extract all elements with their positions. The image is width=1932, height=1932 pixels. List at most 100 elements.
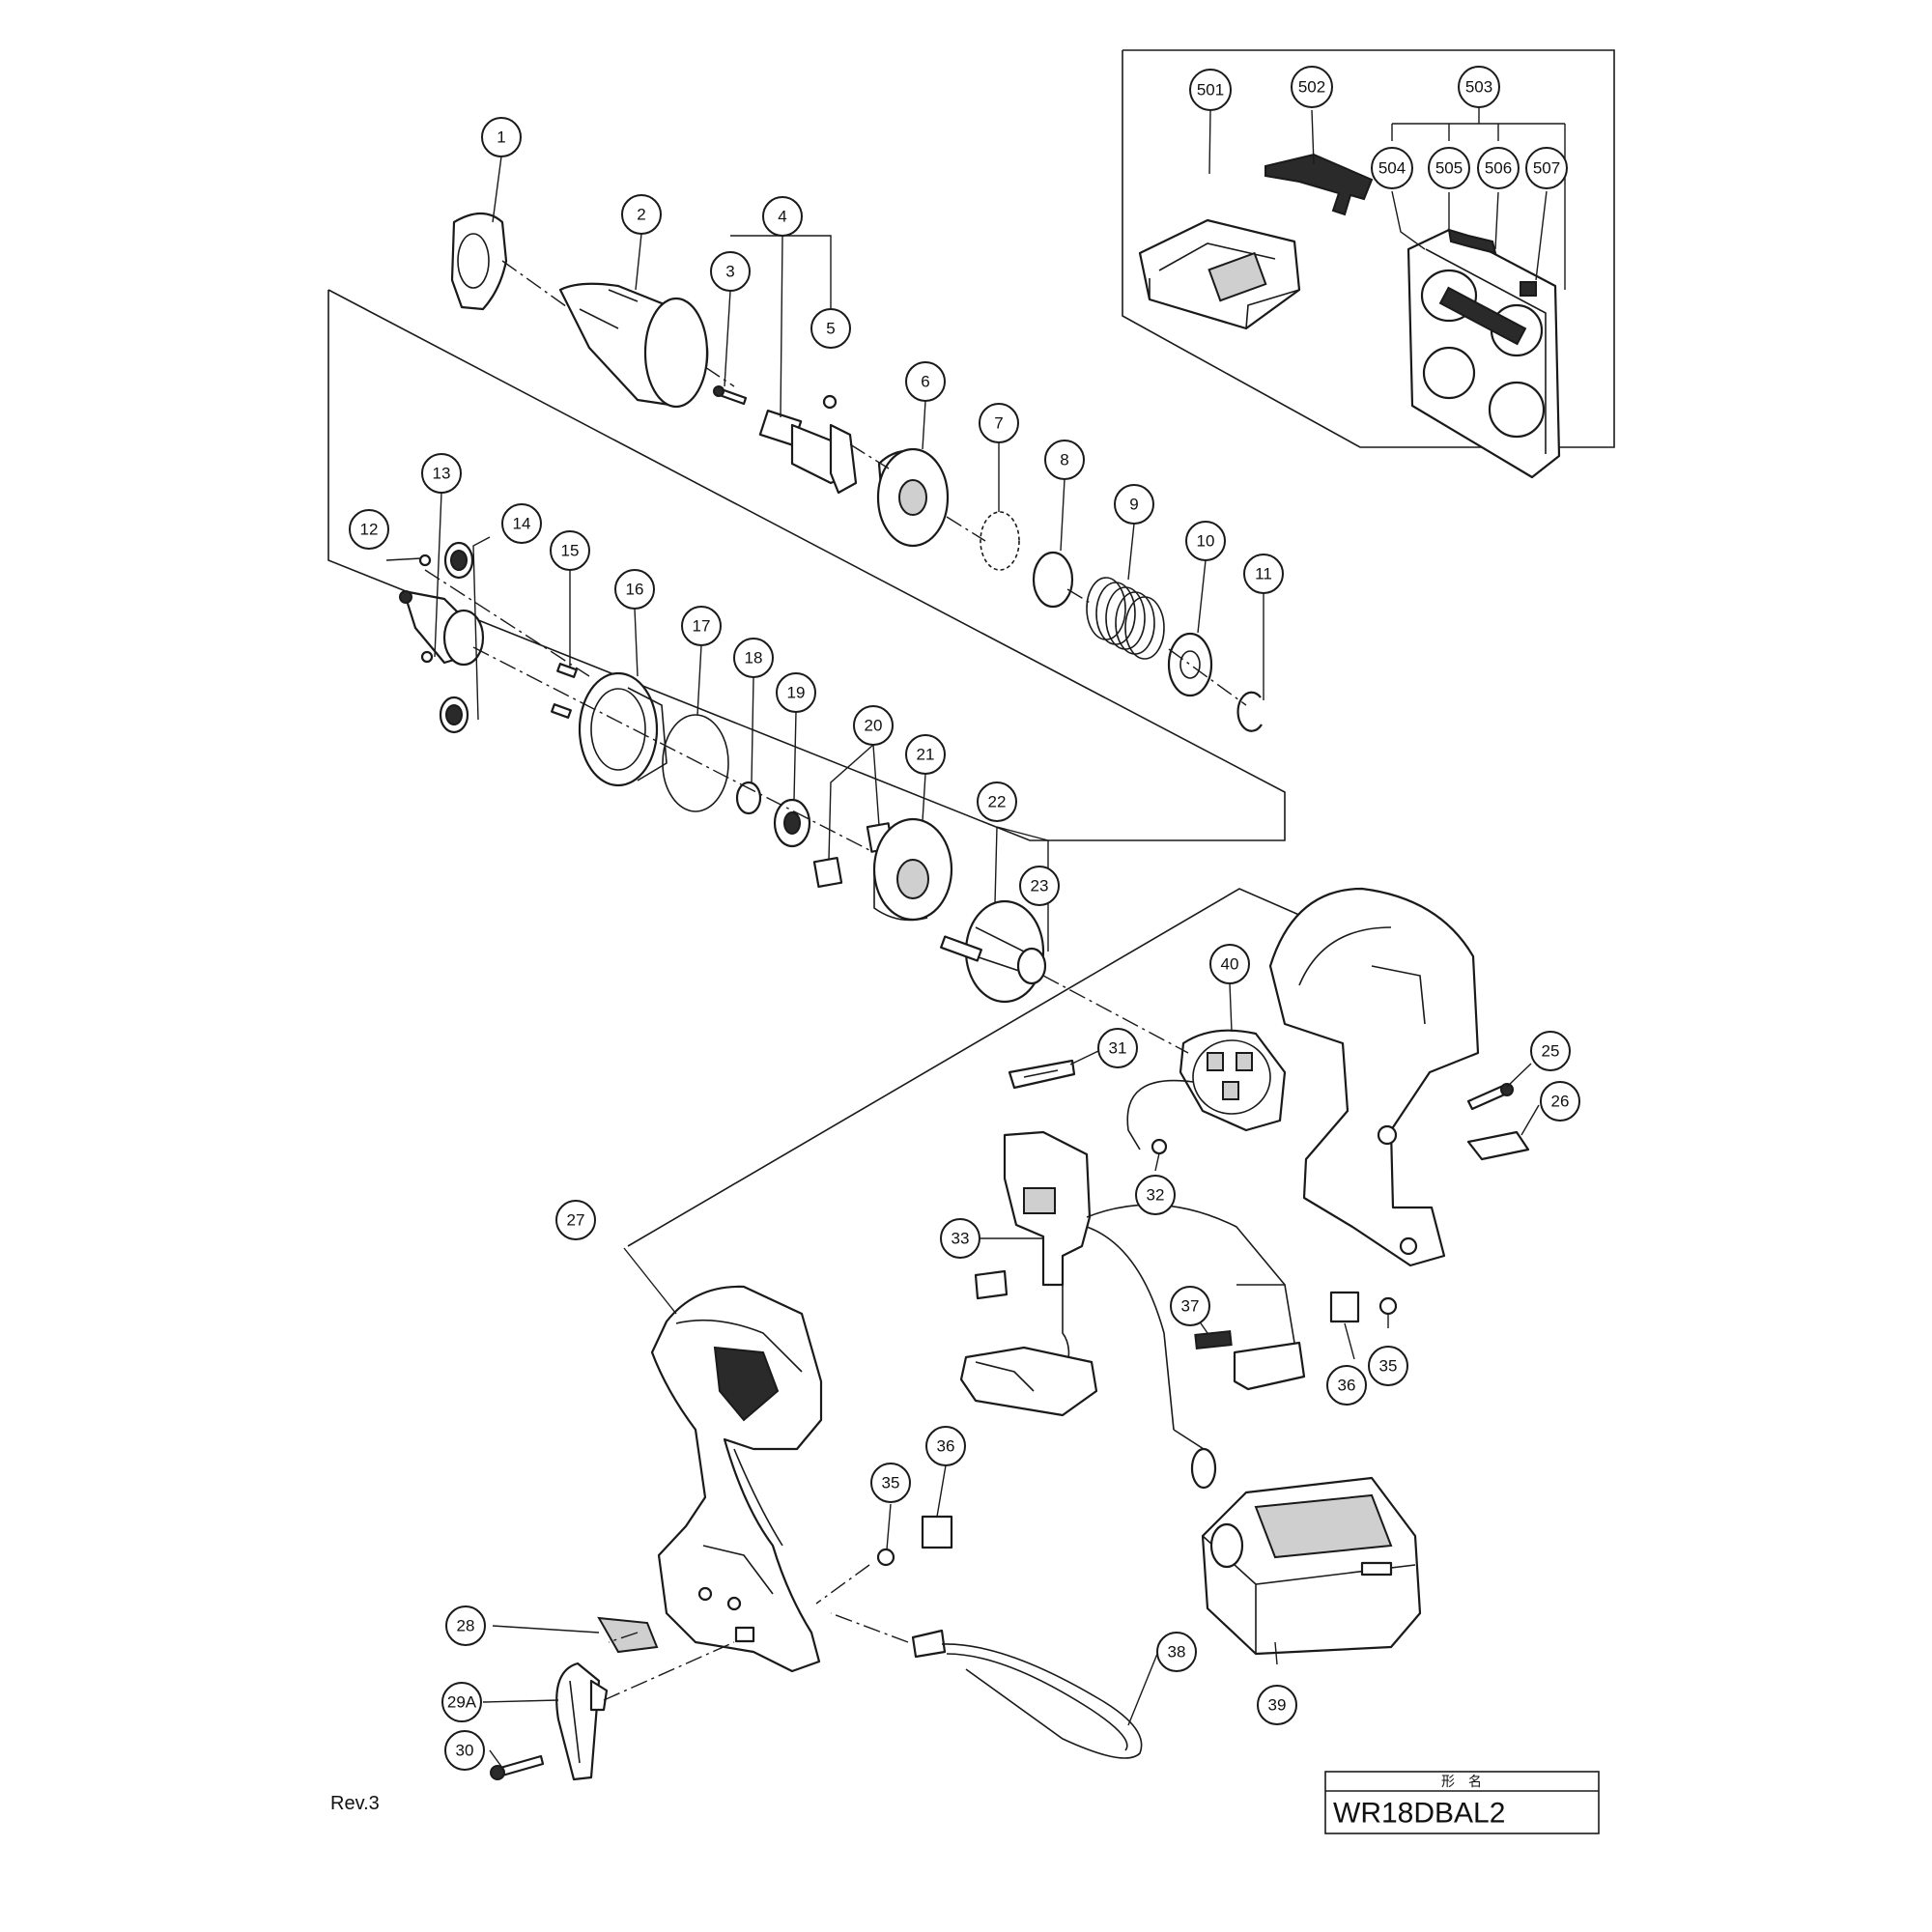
part-19-bearing (773, 798, 811, 848)
charger-501 (1138, 218, 1301, 330)
svg-text:40: 40 (1221, 955, 1239, 974)
svg-text:505: 505 (1435, 159, 1463, 178)
svg-text:30: 30 (456, 1742, 474, 1760)
callout-35-left: 35 (870, 1463, 911, 1503)
callout-17: 17 (681, 606, 722, 646)
part-17-o-ring (662, 714, 729, 812)
callout-16: 16 (614, 569, 655, 610)
svg-text:1: 1 (497, 128, 505, 147)
svg-text:506: 506 (1485, 159, 1512, 178)
svg-text:29A: 29A (447, 1693, 477, 1712)
housing-right-half (1268, 887, 1480, 1267)
svg-text:5: 5 (826, 320, 835, 338)
callout-505: 505 (1428, 147, 1470, 189)
callout-29A: 29A (441, 1682, 482, 1722)
callout-5: 5 (810, 308, 851, 349)
callout-13: 13 (421, 453, 462, 494)
part-8-washer (1032, 551, 1074, 609)
svg-text:33: 33 (952, 1230, 970, 1248)
callout-12: 12 (349, 509, 389, 550)
part-13-spindle (399, 589, 485, 667)
svg-text:25: 25 (1542, 1042, 1560, 1061)
callout-507: 507 (1525, 147, 1568, 189)
svg-text:35: 35 (882, 1474, 900, 1492)
part-38-strap (911, 1629, 1143, 1759)
svg-text:13: 13 (433, 465, 451, 483)
callout-36-left: 36 (925, 1426, 966, 1466)
svg-text:26: 26 (1551, 1093, 1570, 1111)
part-12-ball (418, 554, 432, 567)
svg-text:507: 507 (1533, 159, 1560, 178)
connector-block (1173, 1284, 1306, 1490)
part-29A-hook (555, 1662, 609, 1781)
part-14-gear-top (443, 541, 474, 580)
callout-3: 3 (710, 251, 751, 292)
part-27-housing-left (650, 1285, 823, 1673)
part-12-ball-b (420, 650, 434, 664)
svg-text:4: 4 (778, 208, 786, 226)
callout-8: 8 (1044, 440, 1085, 480)
svg-text:23: 23 (1031, 877, 1049, 895)
callout-27: 27 (555, 1200, 596, 1240)
part-28-plate (597, 1616, 659, 1654)
part-15-pin-b (551, 703, 572, 719)
svg-text:27: 27 (567, 1211, 585, 1230)
svg-text:502: 502 (1298, 78, 1325, 97)
svg-text:37: 37 (1181, 1297, 1200, 1316)
callout-39: 39 (1257, 1685, 1297, 1725)
svg-text:15: 15 (561, 542, 580, 560)
part-37-label (1194, 1330, 1233, 1350)
svg-text:38: 38 (1168, 1643, 1186, 1662)
callout-14: 14 (501, 503, 542, 544)
part-1-bumper (450, 212, 508, 311)
callout-1: 1 (481, 117, 522, 157)
part-21-housing (872, 817, 953, 922)
svg-text:22: 22 (988, 793, 1007, 811)
leader-lines (385, 106, 1566, 1769)
callout-7: 7 (979, 403, 1019, 443)
part-31-switch-lever (1008, 1059, 1076, 1090)
svg-text:10: 10 (1197, 532, 1215, 551)
callout-35-right: 35 (1368, 1346, 1408, 1386)
callout-502: 502 (1291, 66, 1333, 108)
callout-32: 32 (1135, 1175, 1176, 1215)
part-5-ball (822, 394, 838, 410)
svg-text:3: 3 (725, 263, 734, 281)
svg-text:6: 6 (921, 373, 929, 391)
svg-text:11: 11 (1255, 565, 1272, 583)
part-26-plate (1466, 1130, 1530, 1161)
part-22-rotor (940, 899, 1047, 1004)
svg-text:35: 35 (1379, 1357, 1398, 1376)
svg-text:28: 28 (457, 1617, 475, 1635)
svg-text:7: 7 (994, 414, 1003, 433)
title-block: 形 名 WR18DBAL2 (1324, 1771, 1600, 1834)
svg-text:17: 17 (693, 617, 711, 636)
callout-25: 25 (1530, 1031, 1571, 1071)
svg-text:31: 31 (1109, 1039, 1127, 1058)
part-7-balls (980, 511, 1020, 571)
title-block-header: 形 名 (1441, 1774, 1482, 1789)
part-2-hammer-case (558, 282, 709, 409)
part-35-nut-right (1378, 1296, 1398, 1316)
callout-30: 30 (444, 1730, 485, 1771)
callout-504: 504 (1371, 147, 1413, 189)
svg-text:18: 18 (745, 649, 763, 668)
callout-33: 33 (940, 1218, 980, 1259)
part-25-screw (1466, 1083, 1514, 1111)
revision-label: Rev.3 (330, 1793, 380, 1814)
svg-text:20: 20 (865, 717, 883, 735)
part-4-anvil (758, 409, 858, 495)
svg-text:8: 8 (1060, 451, 1068, 469)
part-10-washer (1167, 632, 1213, 697)
part-36-block-right (1329, 1291, 1360, 1323)
svg-text:2: 2 (637, 206, 645, 224)
callout-26: 26 (1540, 1081, 1580, 1122)
part-6-hammer (876, 447, 950, 548)
part-32-nut (1151, 1138, 1168, 1155)
callout-19: 19 (776, 672, 816, 713)
part-9-spring (1086, 577, 1165, 660)
callout-28: 28 (445, 1605, 486, 1646)
part-20-piece-b (812, 857, 843, 888)
callout-10: 10 (1185, 521, 1226, 561)
